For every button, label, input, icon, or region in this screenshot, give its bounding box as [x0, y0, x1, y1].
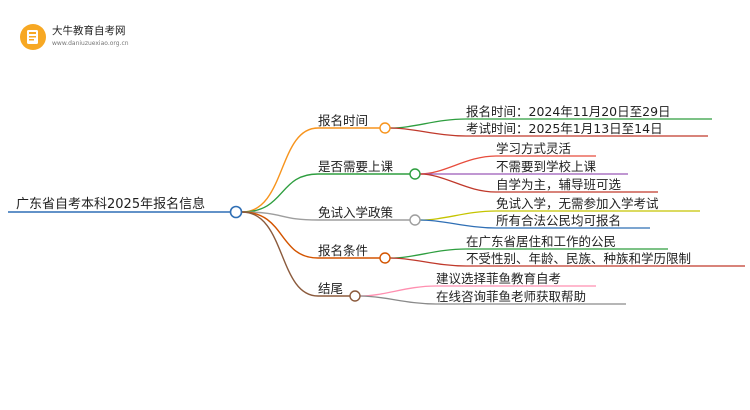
leaf-all-citizens-eligible: 所有合法公民均可报名 — [496, 213, 622, 228]
leaf-connector — [359, 295, 437, 305]
branch-connector — [241, 173, 319, 213]
branch-label-registration-time: 报名时间 — [318, 113, 369, 128]
branch-label-class-required: 是否需要上课 — [318, 159, 394, 174]
leaf-no-campus-classes: 不需要到学校上课 — [496, 159, 597, 174]
branch-connector — [241, 127, 319, 213]
branch-connector — [241, 211, 319, 297]
site-url: www.daniuzuexiao.org.cn — [52, 40, 129, 47]
leaf-connector — [389, 118, 467, 129]
branch-node — [409, 168, 421, 180]
leaf-registration-date: 报名时间：2024年11月20日至29日 — [466, 104, 671, 119]
leaf-connector — [419, 219, 497, 229]
leaf-self-study: 自学为主，辅导班可选 — [496, 177, 622, 192]
leaf-connector — [389, 127, 467, 137]
branch-node — [409, 214, 421, 226]
leaf-online-consult: 在线咨询菲鱼老师获取帮助 — [436, 289, 587, 304]
branch-node — [349, 290, 361, 302]
leaf-connector — [389, 248, 467, 259]
leaf-guangdong-residents: 在广东省居住和工作的公民 — [466, 234, 617, 249]
mindmap-root-label: 广东省自考本科2025年报名信息 — [16, 197, 206, 212]
branch-label-exam-free-admission: 免试入学政策 — [318, 205, 394, 220]
site-name: 大牛教育自考网 — [52, 25, 126, 37]
leaf-connector — [359, 285, 437, 297]
branch-label-conclusion: 结尾 — [318, 281, 344, 296]
branch-connector — [241, 211, 319, 221]
leaf-no-entrance-exam: 免试入学，无需参加入学考试 — [496, 196, 659, 211]
leaf-recommend-feiyu: 建议选择菲鱼教育自考 — [436, 271, 562, 286]
leaf-connector — [419, 210, 497, 221]
leaf-connector — [389, 257, 467, 267]
site-logo: 大牛教育自考网 www.daniuzuexiao.org.cn — [10, 14, 150, 54]
leaf-connector — [419, 173, 497, 193]
leaf-no-restrictions: 不受性别、年龄、民族、种族和学历限制 — [466, 251, 692, 266]
branch-node — [379, 122, 391, 134]
root-node — [229, 205, 243, 219]
book-logo-icon — [20, 24, 46, 50]
leaf-flexible-study: 学习方式灵活 — [496, 141, 572, 156]
leaf-connector — [419, 155, 497, 175]
leaf-exam-date: 考试时间：2025年1月13日至14日 — [466, 121, 663, 136]
branch-node — [379, 252, 391, 264]
branch-connector — [241, 211, 319, 259]
branch-label-requirements: 报名条件 — [318, 243, 369, 258]
